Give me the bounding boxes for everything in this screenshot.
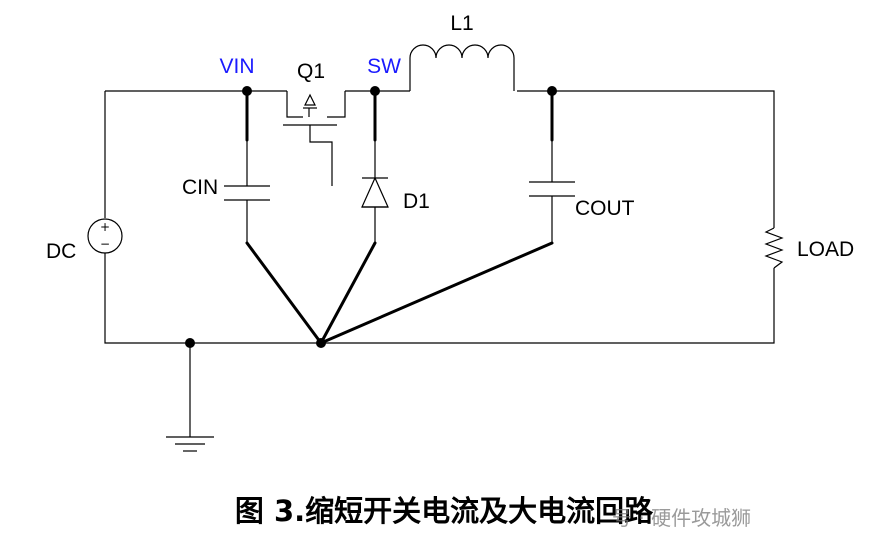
right-bottom-wire — [104, 253, 775, 344]
sw-node-dot — [370, 86, 380, 96]
cout-label: COUT — [575, 197, 635, 220]
dc-plus-sign: + — [100, 220, 110, 234]
cin-return-trace — [245, 241, 323, 345]
wires — [104, 90, 775, 437]
ground-node-dot — [185, 338, 195, 348]
q1-mosfet-symbol — [283, 91, 346, 186]
out-node-dot — [547, 86, 557, 96]
cout-return-trace — [319, 241, 554, 345]
watermark-text: 号 · 硬件攻城狮 — [612, 506, 752, 530]
high-current-traces — [245, 89, 554, 345]
d1-diode-symbol — [361, 176, 389, 208]
sw-net-label: SW — [367, 55, 401, 78]
dc-label: DC — [46, 240, 76, 263]
junction-dots — [185, 86, 557, 348]
d1-label: D1 — [403, 190, 430, 213]
dc-minus-sign: − — [100, 237, 110, 251]
vin-node-dot — [242, 86, 252, 96]
load-resistor-symbol — [764, 227, 784, 269]
cin-capacitor-symbol — [224, 140, 270, 201]
figure-caption: 图 3.缩短开关电流及大电流回路 — [234, 494, 654, 528]
load-label: LOAD — [797, 238, 854, 261]
vin-net-label: VIN — [219, 55, 254, 78]
l1-inductor-symbol — [409, 44, 515, 91]
star-ground-dot — [316, 338, 326, 348]
d1-return-trace — [319, 241, 377, 345]
ground-symbol — [166, 436, 214, 452]
dc-source-symbol: + − — [87, 218, 123, 254]
q1-label: Q1 — [297, 60, 325, 83]
cin-label: CIN — [182, 176, 218, 199]
top-right-wire — [517, 90, 775, 228]
l1-label: L1 — [450, 12, 473, 35]
cout-capacitor-symbol — [529, 140, 575, 197]
